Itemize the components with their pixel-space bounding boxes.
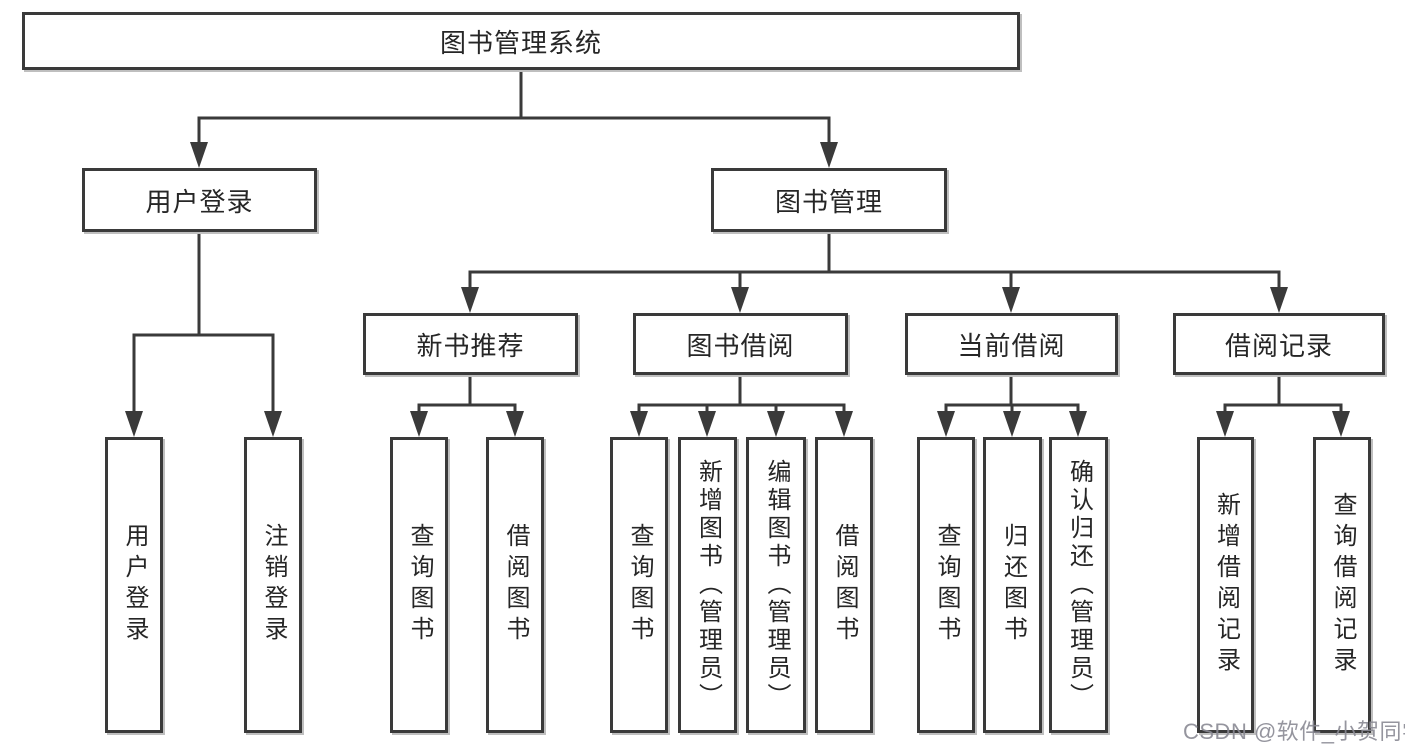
csdn-watermark: CSDN @软件_小贺同学 <box>1183 719 1405 744</box>
leaf-confirm-return-admin-label: 确认归还（管理员） <box>1065 459 1093 711</box>
leaf-logout: 注销登录 <box>244 437 302 733</box>
leaf-borrow-books: 借阅图书 <box>815 437 873 733</box>
node-root-label: 图书管理系统 <box>439 27 602 58</box>
leaf-query-books-recommend: 查询图书 <box>390 437 448 733</box>
leaf-confirm-return-admin: 确认归还（管理员） <box>1049 437 1108 733</box>
node-borrowing-records-label: 借阅记录 <box>1224 330 1333 361</box>
leaf-query-books-borrow: 查询图书 <box>610 437 668 733</box>
arrowheads <box>125 142 1350 437</box>
leaf-add-borrow-record-label: 新增借阅记录 <box>1212 492 1240 678</box>
leaf-logout-label: 注销登录 <box>260 523 287 647</box>
node-new-book-recommendation: 新书推荐 <box>363 313 578 375</box>
leaf-edit-books-admin: 编辑图书（管理员） <box>746 437 806 733</box>
node-root: 图书管理系统 <box>22 12 1020 70</box>
node-current-borrowing-label: 当前借阅 <box>957 330 1066 361</box>
node-borrowing-records: 借阅记录 <box>1173 313 1385 375</box>
leaf-borrow-books-label: 借阅图书 <box>831 523 858 647</box>
leaf-query-books-borrow-label: 查询图书 <box>626 523 653 647</box>
node-book-management-label: 图书管理 <box>774 186 883 217</box>
leaf-borrow-books-recommend-label: 借阅图书 <box>502 523 529 647</box>
node-book-management: 图书管理 <box>711 168 947 232</box>
leaf-query-borrow-record-label: 查询借阅记录 <box>1329 492 1356 678</box>
node-user-login: 用户登录 <box>82 168 317 232</box>
leaf-query-books-recommend-label: 查询图书 <box>406 523 433 647</box>
node-user-login-label: 用户登录 <box>145 186 254 217</box>
leaf-add-books-admin-label: 新增图书（管理员） <box>694 459 722 711</box>
node-book-borrowing: 图书借阅 <box>633 313 848 375</box>
leaf-add-borrow-record: 新增借阅记录 <box>1197 437 1254 733</box>
leaf-user-login-label: 用户登录 <box>121 523 148 647</box>
node-new-book-recommendation-label: 新书推荐 <box>416 330 525 361</box>
leaf-query-books-current-label: 查询图书 <box>933 523 960 647</box>
leaf-user-login: 用户登录 <box>105 437 163 733</box>
node-current-borrowing: 当前借阅 <box>905 313 1118 375</box>
leaf-edit-books-admin-label: 编辑图书（管理员） <box>763 459 790 711</box>
leaf-query-books-current: 查询图书 <box>917 437 975 733</box>
node-book-borrowing-label: 图书借阅 <box>686 330 795 361</box>
leaf-add-books-admin: 新增图书（管理员） <box>678 437 737 733</box>
leaf-query-borrow-record: 查询借阅记录 <box>1313 437 1371 733</box>
leaf-return-books-label: 归还图书 <box>999 523 1027 647</box>
leaf-borrow-books-recommend: 借阅图书 <box>486 437 544 733</box>
leaf-return-books: 归还图书 <box>983 437 1042 733</box>
